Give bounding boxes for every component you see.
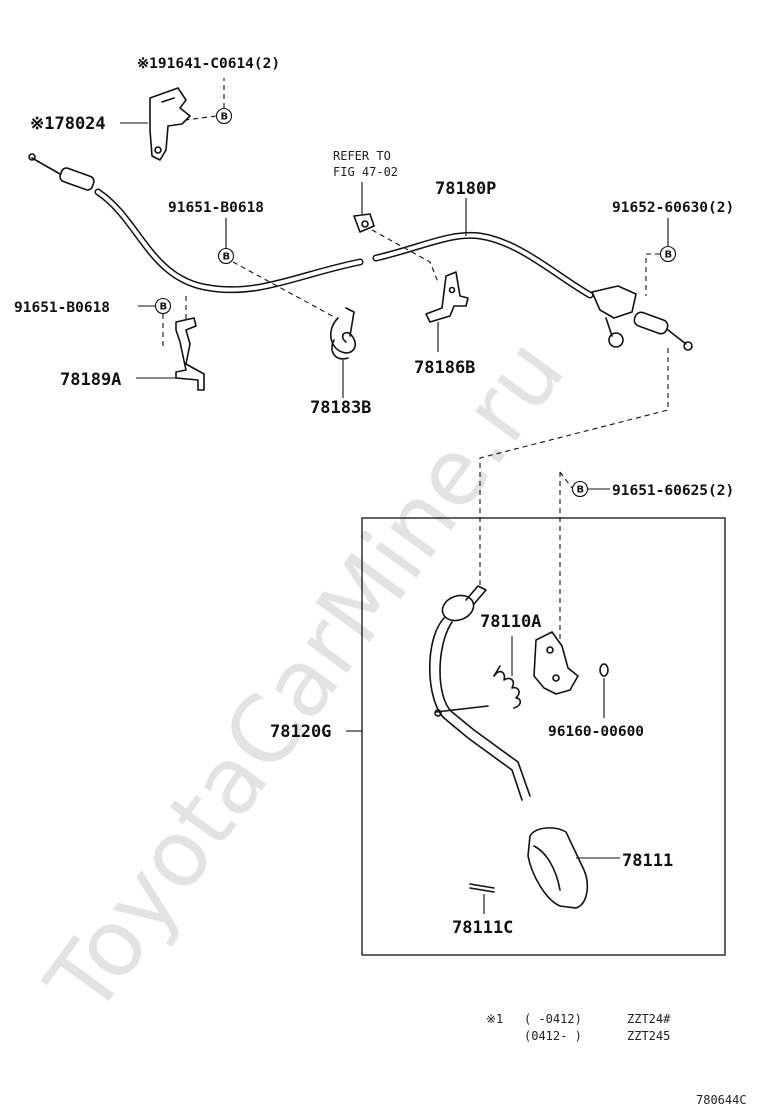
clamp-mid-part [425, 271, 469, 323]
bolt-left-lower-icon: B [154, 297, 172, 315]
part-label-clamp-mid: 78186B [414, 358, 475, 378]
pedal-bracket-part [533, 631, 579, 695]
svg-text:B: B [223, 252, 231, 263]
pad-pin-part [469, 883, 495, 893]
footnote-model-1: ZZT24# [627, 1012, 671, 1026]
bracket-part [149, 87, 191, 161]
part-label-bracket: ※178024 [30, 114, 106, 134]
pedal-assembly-frame [361, 517, 726, 956]
svg-text:B: B [160, 302, 168, 313]
part-label-cable: 78180P [435, 179, 496, 199]
bolt-pedal-icon: B [571, 480, 589, 498]
part-label-bolt-pedal: 91651-60625(2) [612, 483, 734, 499]
spring-part [493, 665, 522, 709]
footnote-model-2: ZZT245 [627, 1029, 670, 1043]
svg-text:B: B [665, 250, 673, 261]
svg-text:B: B [221, 112, 229, 123]
part-label-pedal-bracket: 78110A [480, 612, 541, 632]
part-label-pad-pin: 78111C [452, 918, 513, 938]
grommet-part [353, 213, 375, 233]
part-label-bracket-bolt: ※191641-C0614(2) [137, 56, 280, 72]
bolt-bracket-icon: B [215, 107, 233, 125]
bolt-left-upper-icon: B [217, 247, 235, 265]
nut-part [599, 663, 609, 677]
reference-note-line1: REFER TO [333, 149, 391, 163]
svg-text:B: B [577, 485, 585, 496]
reference-note-line2: FIG 47-02 [333, 165, 398, 179]
part-label-bolt-right-upper: 91652-60630(2) [612, 200, 734, 216]
footnote-range-2: (0412- ) [524, 1029, 582, 1043]
pedal-pad-part [527, 827, 589, 909]
part-label-bolt-left-lower: 91651-B0618 [14, 300, 110, 316]
pedal-arm-part [429, 585, 531, 801]
footnote-range-1: ( -0412) [524, 1012, 582, 1026]
footnote-mark: ※1 [486, 1012, 503, 1026]
part-label-clamp-left: 78189A [60, 370, 121, 390]
part-label-pedal-pad: 78111 [622, 851, 673, 871]
bolt-right-upper-icon: B [659, 245, 677, 263]
cable-part [28, 153, 693, 351]
figure-code: 780644C [696, 1093, 747, 1107]
clamp-left-part [175, 317, 205, 391]
part-label-bolt-left-upper: 91651-B0618 [168, 200, 264, 216]
part-label-pedal-arm: 78120G [270, 722, 331, 742]
clip-part [330, 307, 357, 360]
part-label-clip: 78183B [310, 398, 371, 418]
part-label-nut: 96160-00600 [548, 724, 644, 740]
